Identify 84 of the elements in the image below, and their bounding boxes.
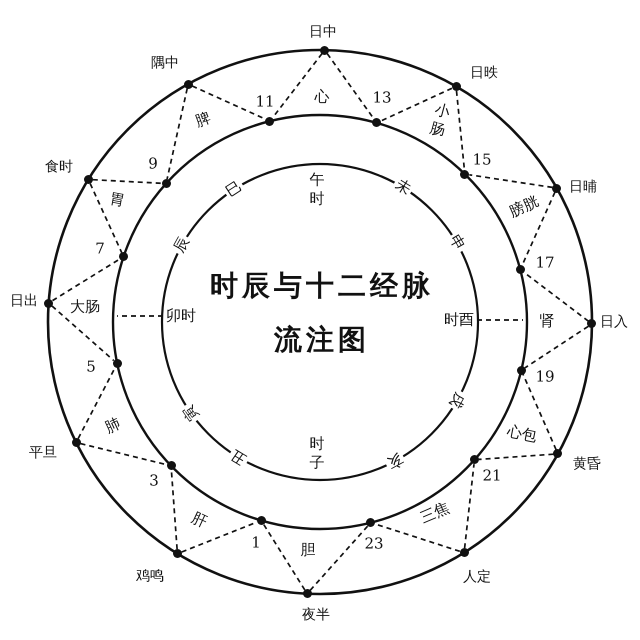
number-label: 17 bbox=[535, 254, 555, 272]
time-label: 日晡 bbox=[569, 178, 597, 196]
dashed-connector bbox=[170, 470, 178, 550]
dot-icon bbox=[72, 438, 81, 447]
dashed-connector bbox=[456, 90, 466, 170]
meridian-label: 胆 bbox=[300, 541, 316, 559]
number-label: 23 bbox=[364, 535, 384, 553]
meridian-label: 膀胱 bbox=[506, 193, 542, 221]
dot-icon bbox=[587, 319, 596, 328]
dashed-connector bbox=[522, 374, 557, 450]
dot-icon bbox=[552, 184, 562, 193]
time-label: 人定 bbox=[463, 568, 491, 586]
number-label: 9 bbox=[148, 155, 158, 173]
meridian-label: 三焦 bbox=[418, 499, 452, 527]
dashed-connector bbox=[380, 88, 452, 122]
number-label: 1 bbox=[251, 534, 261, 552]
time-label: 隅中 bbox=[151, 54, 179, 72]
dot-icon bbox=[265, 116, 274, 126]
dot-icon bbox=[84, 174, 93, 184]
time-label: 鸡鸣 bbox=[136, 568, 164, 584]
branch-label: 时酉 bbox=[441, 310, 477, 330]
meridian-label: 胃 bbox=[108, 190, 126, 210]
dot-icon bbox=[460, 548, 469, 558]
time-label: 日入 bbox=[600, 314, 628, 330]
meridian-label: 心 bbox=[314, 88, 330, 106]
dot-icon bbox=[452, 82, 460, 91]
time-label: 食时 bbox=[45, 158, 73, 176]
time-label: 平旦 bbox=[29, 444, 57, 462]
meridian-label: 脾 bbox=[193, 109, 213, 131]
meridian-label: 肺 bbox=[102, 415, 124, 437]
dot-icon bbox=[320, 46, 330, 55]
dot-icon bbox=[162, 178, 171, 188]
leader-line bbox=[477, 319, 523, 321]
dashed-connector bbox=[77, 367, 116, 439]
dot-icon bbox=[184, 80, 193, 89]
dot-icon bbox=[119, 252, 128, 262]
dot-icon bbox=[516, 264, 525, 274]
dot-icon bbox=[172, 549, 182, 558]
dashed-connector bbox=[469, 174, 552, 188]
branch-label: 时子 bbox=[310, 434, 324, 472]
dot-icon bbox=[256, 516, 266, 525]
dashed-connector bbox=[92, 178, 162, 184]
dot-icon bbox=[553, 449, 562, 458]
time-label: 日昳 bbox=[470, 64, 498, 82]
diagram-title: 时辰与十二经脉流注图 bbox=[209, 268, 435, 358]
time-label: 日出 bbox=[10, 292, 38, 310]
branch-label: 午时 bbox=[310, 170, 324, 208]
dot-icon bbox=[166, 461, 176, 470]
meridian-label: 肝 bbox=[188, 509, 210, 531]
number-label: 3 bbox=[149, 472, 159, 490]
dot-icon bbox=[470, 455, 480, 464]
number-label: 19 bbox=[535, 368, 555, 386]
number-label: 5 bbox=[86, 358, 96, 376]
dashed-connector bbox=[89, 183, 122, 253]
meridian-label: 小肠 bbox=[428, 100, 452, 140]
number-label: 21 bbox=[482, 467, 502, 485]
number-label: 13 bbox=[372, 89, 392, 107]
dashed-connector bbox=[310, 525, 368, 591]
number-label: 7 bbox=[95, 240, 105, 258]
dashed-connector bbox=[464, 464, 475, 548]
dashed-connector bbox=[262, 524, 306, 590]
dashed-connector bbox=[80, 442, 167, 466]
dashed-connector bbox=[166, 88, 188, 180]
dot-icon bbox=[366, 518, 376, 528]
dashed-connector bbox=[524, 326, 589, 369]
meridian-label: 大肠 bbox=[70, 298, 100, 316]
number-label: 15 bbox=[472, 151, 492, 169]
leader-line bbox=[117, 315, 163, 317]
dot-icon bbox=[460, 170, 470, 179]
dashed-connector bbox=[478, 453, 554, 460]
meridian-label: 肾 bbox=[540, 312, 554, 330]
dot-icon bbox=[516, 366, 526, 375]
dashed-connector bbox=[51, 305, 114, 362]
dot-icon bbox=[112, 359, 122, 368]
meridian-label: 心包 bbox=[506, 422, 538, 446]
time-label: 日中 bbox=[309, 24, 337, 40]
branch-label: 卯时 bbox=[163, 306, 199, 326]
number-label: 11 bbox=[255, 93, 275, 111]
dashed-connector bbox=[52, 258, 120, 302]
dot-icon bbox=[372, 118, 382, 128]
time-label: 黄昏 bbox=[573, 456, 601, 472]
dot-icon bbox=[44, 298, 54, 308]
dot-icon bbox=[302, 589, 312, 598]
time-label: 夜半 bbox=[302, 606, 330, 624]
